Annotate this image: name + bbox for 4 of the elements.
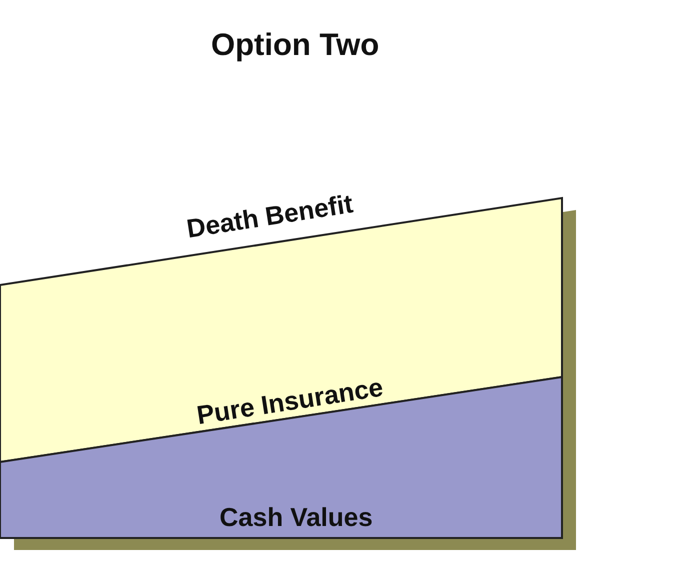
band-heading: Death Benefit <box>184 188 355 244</box>
diagram-title: Option Two <box>211 27 380 63</box>
band-label: Pure Insurance <box>194 371 386 431</box>
band-label: Cash Values <box>220 502 373 532</box>
